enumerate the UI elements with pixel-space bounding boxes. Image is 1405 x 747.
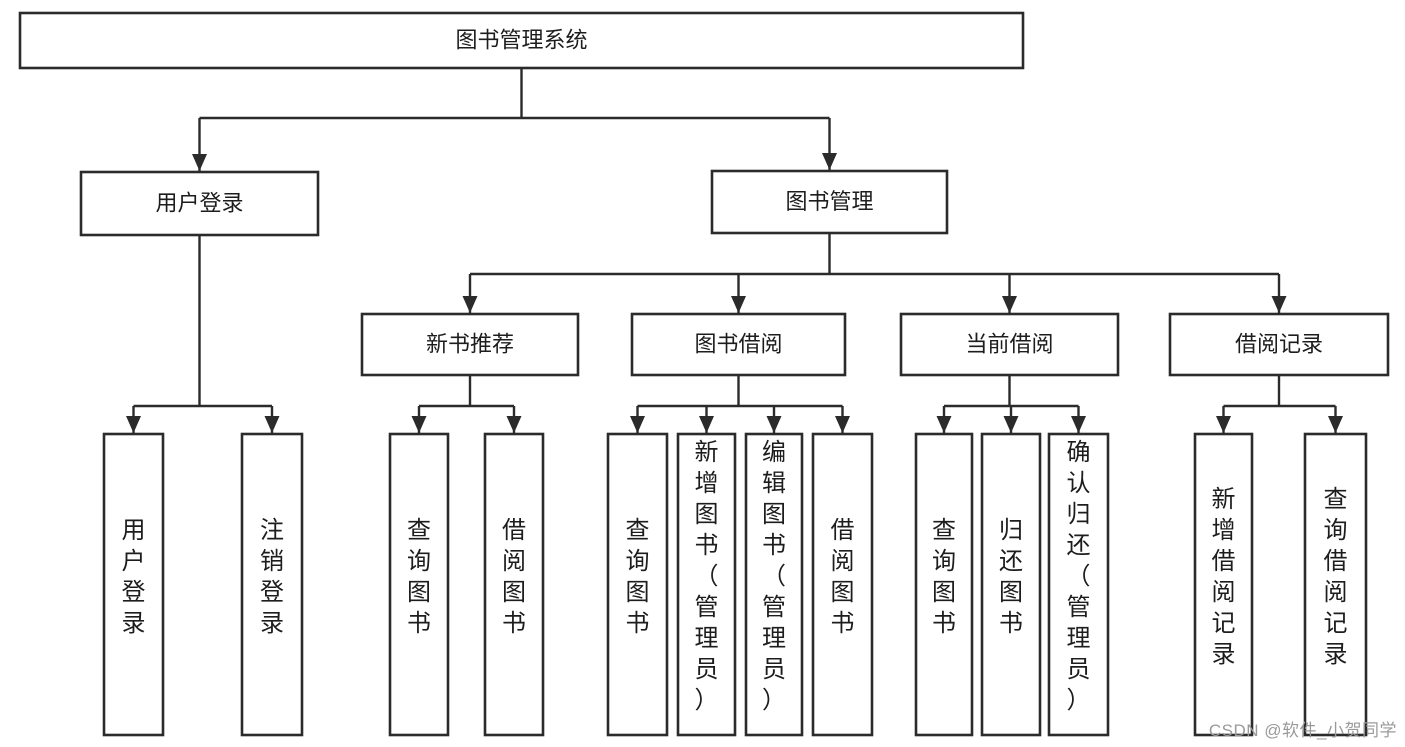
node-leaf-user-logout[interactable]: 注销登录 [240, 432, 304, 737]
node-label: 查询图书 [626, 517, 650, 637]
node-box[interactable] [360, 312, 580, 377]
arrow-head-icon [822, 153, 837, 170]
node-book-manage[interactable]: 图书管理 [710, 169, 949, 235]
node-label: 查询图书 [932, 517, 956, 637]
node-layer: 图书管理系统用户登录用户登录注销登录图书管理新书推荐查询图书借阅图书图书借阅查询… [18, 11, 1390, 737]
arrow-head-icon [630, 416, 645, 433]
node-leaf-return-book[interactable]: 归还图书 [980, 432, 1042, 737]
node-box[interactable] [388, 432, 450, 737]
node-borrow-record[interactable]: 借阅记录 [1168, 312, 1390, 377]
arrow-head-icon [1271, 296, 1287, 313]
arrow-head-icon [1002, 296, 1017, 313]
arrow-head-icon [766, 416, 782, 433]
node-label: 图书借阅 [694, 331, 782, 356]
node-leaf-query-book-1[interactable]: 查询图书 [388, 432, 450, 737]
arrow-head-icon [1071, 416, 1086, 433]
node-leaf-query-book-3[interactable]: 查询图书 [914, 432, 974, 737]
node-label: 新书推荐 [426, 331, 514, 356]
node-book-borrow[interactable]: 图书借阅 [630, 312, 847, 377]
node-user-login[interactable]: 用户登录 [79, 170, 320, 237]
node-box[interactable] [1168, 312, 1390, 377]
node-box[interactable] [744, 432, 804, 737]
node-box[interactable] [811, 432, 874, 737]
node-label: 编辑图书（管理员） [762, 439, 786, 714]
node-current-borrow[interactable]: 当前借阅 [899, 312, 1120, 377]
node-leaf-query-book-2[interactable]: 查询图书 [606, 432, 669, 737]
node-box[interactable] [710, 169, 949, 235]
arrow-head-icon [126, 416, 141, 433]
arrow-head-icon [936, 416, 952, 433]
node-leaf-edit-book[interactable]: 编辑图书（管理员） [744, 432, 804, 737]
node-label: 新增借阅记录 [1212, 486, 1236, 668]
node-box[interactable] [1193, 432, 1254, 737]
node-leaf-confirm-return[interactable]: 确认归还（管理员） [1047, 432, 1110, 737]
node-label: 查询借阅记录 [1324, 486, 1348, 668]
node-new-book-rec[interactable]: 新书推荐 [360, 312, 580, 377]
node-label: 图书管理 [785, 189, 873, 214]
node-label: 图书管理系统 [455, 27, 587, 52]
arrow-head-icon [1328, 416, 1343, 433]
node-box[interactable] [914, 432, 974, 737]
node-box[interactable] [240, 432, 304, 737]
node-leaf-user-login[interactable]: 用户登录 [102, 432, 165, 737]
node-box[interactable] [79, 170, 320, 237]
arrow-head-icon [411, 416, 427, 433]
node-box[interactable] [899, 312, 1120, 377]
node-label: 查询图书 [407, 517, 431, 637]
node-label: 确认归还（管理员） [1067, 439, 1091, 714]
node-box[interactable] [980, 432, 1042, 737]
node-label: 用户登录 [155, 190, 243, 215]
arrow-head-icon [835, 416, 850, 433]
arrow-head-icon [1216, 416, 1231, 433]
node-box[interactable] [18, 11, 1025, 70]
arrow-head-icon [1003, 416, 1019, 433]
node-leaf-borrow-book-1[interactable]: 借阅图书 [483, 432, 545, 737]
arrow-head-icon [264, 416, 280, 433]
connector-layer [126, 68, 1343, 433]
node-label: 借阅图书 [831, 517, 855, 637]
arrow-head-icon [506, 416, 522, 433]
node-leaf-borrow-book-2[interactable]: 借阅图书 [811, 432, 874, 737]
node-root[interactable]: 图书管理系统 [18, 11, 1025, 70]
node-box[interactable] [1047, 432, 1110, 737]
node-leaf-query-record[interactable]: 查询借阅记录 [1303, 432, 1368, 737]
node-box[interactable] [483, 432, 545, 737]
node-box[interactable] [676, 432, 737, 737]
node-label: 当前借阅 [965, 331, 1053, 356]
node-leaf-add-book[interactable]: 新增图书（管理员） [676, 432, 737, 737]
node-label: 用户登录 [122, 517, 146, 637]
arrow-head-icon [731, 296, 746, 313]
node-box[interactable] [606, 432, 669, 737]
node-label: 借阅记录 [1235, 331, 1323, 356]
node-label: 归还图书 [999, 517, 1023, 637]
arrow-head-icon [192, 154, 207, 171]
node-box[interactable] [102, 432, 165, 737]
node-leaf-add-record[interactable]: 新增借阅记录 [1193, 432, 1254, 737]
node-label: 借阅图书 [502, 517, 526, 637]
arrow-head-icon [462, 296, 478, 313]
node-label: 注销登录 [260, 517, 284, 637]
node-label: 新增图书（管理员） [695, 439, 719, 714]
arrow-head-icon [699, 416, 714, 433]
node-box[interactable] [630, 312, 847, 377]
node-box[interactable] [1303, 432, 1368, 737]
